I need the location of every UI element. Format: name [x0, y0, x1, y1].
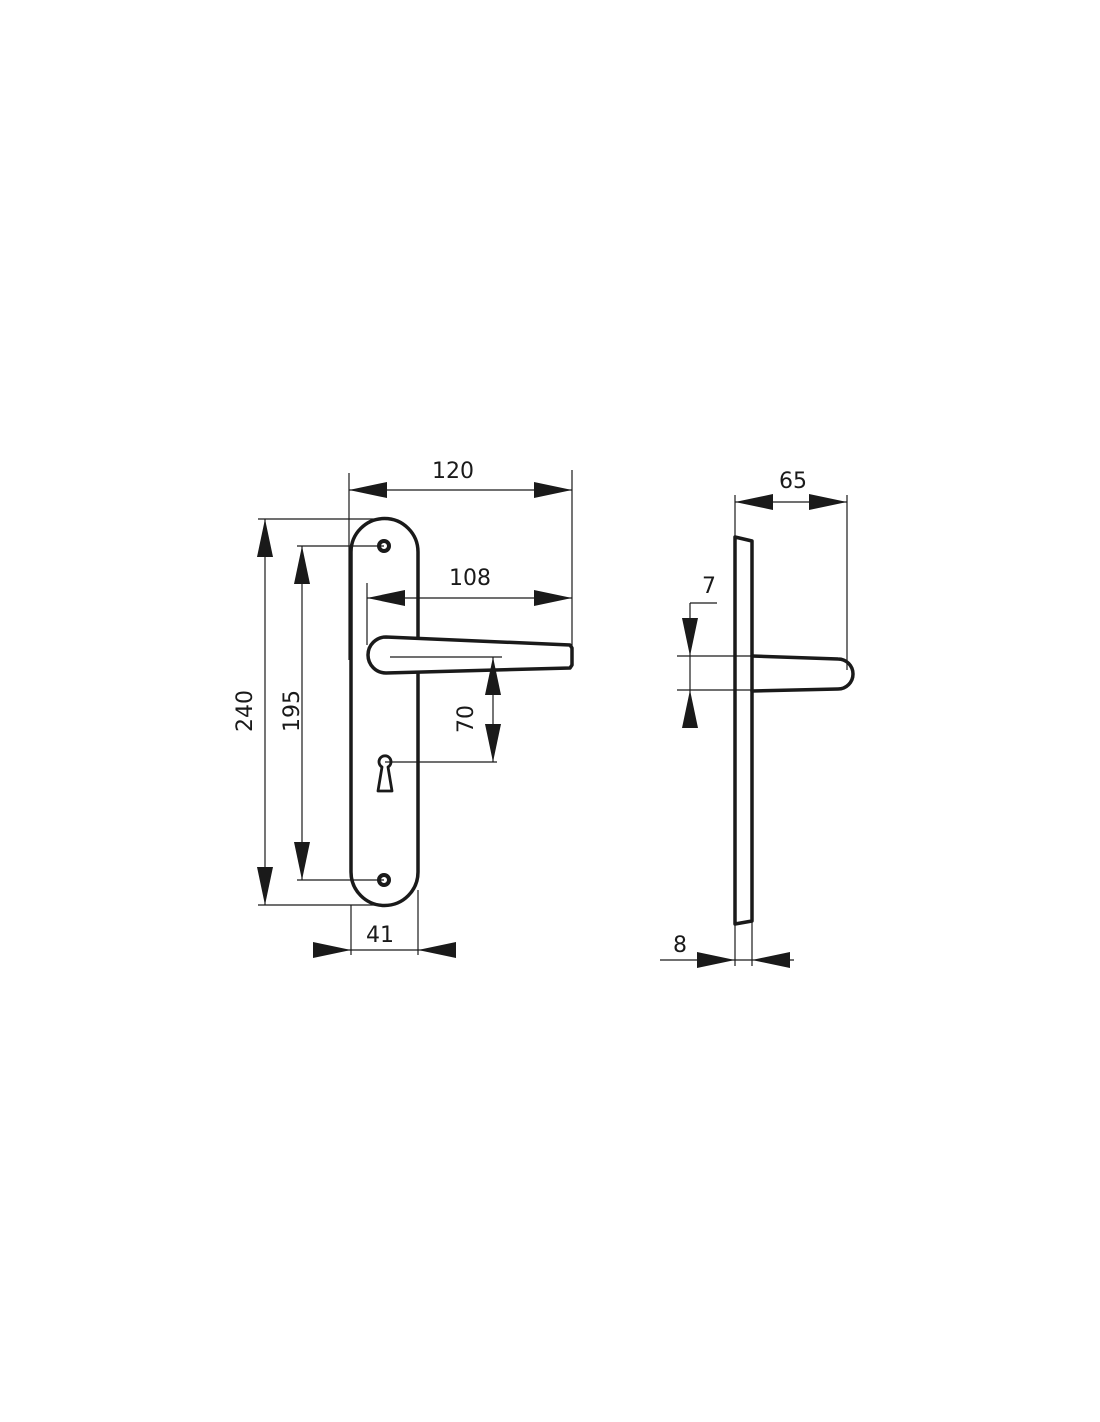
dim-label-240: 240: [233, 690, 258, 732]
arrowhead: [752, 952, 790, 968]
lever-handle: [366, 635, 574, 675]
lever-profile: [750, 654, 855, 693]
arrowhead: [534, 482, 572, 498]
arrowhead: [735, 494, 773, 510]
arrowhead: [367, 590, 405, 606]
dimension-lines: [258, 470, 848, 966]
dimension-arrows: [257, 482, 847, 968]
arrowhead: [294, 842, 310, 880]
dim-label-8: 8: [673, 933, 687, 958]
arrowhead: [294, 546, 310, 584]
arrowhead: [534, 590, 572, 606]
dim-label-70: 70: [454, 705, 479, 733]
arrowhead: [682, 690, 698, 728]
dim-label-65: 65: [779, 469, 807, 494]
arrowhead: [257, 867, 273, 905]
dim-label-41: 41: [366, 923, 394, 948]
arrowhead: [418, 942, 456, 958]
dim-label-120: 120: [432, 459, 474, 484]
plate-profile: [733, 535, 754, 926]
keyhole: [376, 754, 394, 793]
arrowhead: [809, 494, 847, 510]
backplate-outline: [349, 516, 420, 908]
dim-label-108: 108: [449, 566, 491, 591]
arrowhead: [349, 482, 387, 498]
dim-label-7: 7: [702, 574, 716, 599]
arrowhead: [257, 519, 273, 557]
arrowhead: [485, 724, 501, 762]
arrowhead: [485, 657, 501, 695]
front-view: [349, 516, 574, 908]
arrowhead: [682, 618, 698, 656]
side-view: [733, 535, 855, 926]
dim-label-195: 195: [280, 690, 305, 732]
arrowhead: [313, 942, 351, 958]
arrowhead: [697, 952, 735, 968]
